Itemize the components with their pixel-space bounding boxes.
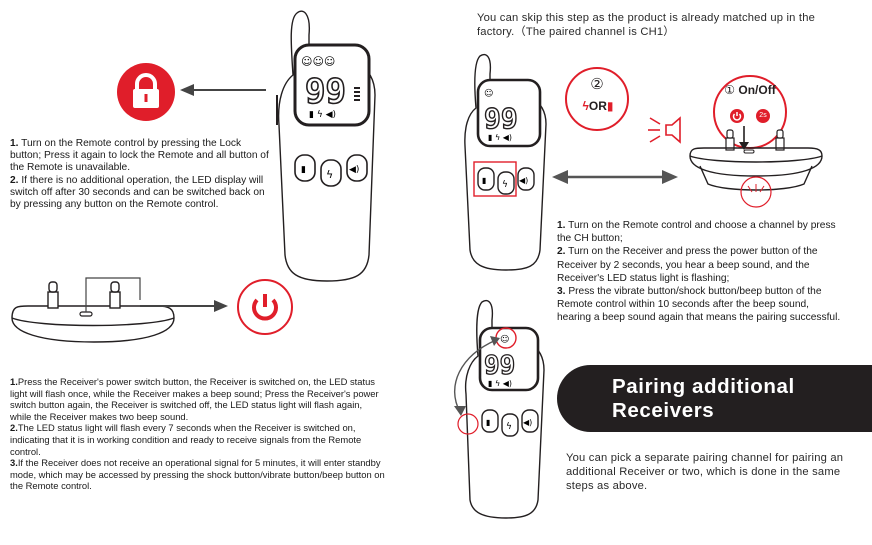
step-item: 1.Press the Receiver's power switch butt… [10, 376, 386, 422]
step-text: If there is no additional operation, the… [10, 174, 265, 211]
receiver-illustration [689, 126, 823, 208]
svg-text:◀): ◀) [523, 418, 532, 427]
step-item: 3. Press the vibrate button/shock button… [557, 285, 842, 325]
additional-receivers-note: You can pick a separate pairing channel … [566, 452, 844, 492]
step-item: 2.The LED status light will flash every … [10, 422, 386, 457]
factory-pairing-note: You can skip this step as the product is… [477, 12, 816, 38]
svg-text:ϟ: ϟ [502, 180, 508, 190]
step-item: 1. Turn on the Remote control and choose… [557, 219, 842, 245]
step-number: 1. [557, 220, 566, 231]
svg-text:☺: ☺ [500, 334, 509, 345]
step-text: Turn on the Remote control and choose a … [557, 220, 836, 245]
step-number: 1. [10, 138, 19, 149]
receiver-instructions: 1.Press the Receiver's power switch butt… [10, 376, 386, 492]
arrow-left-icon [180, 84, 266, 96]
power-button-icon [237, 279, 293, 335]
remote-display-digits: 99 [305, 72, 346, 112]
step-text: Press the vibrate button/shock button/be… [557, 286, 841, 324]
step-item: 2. Turn on the Receiver and press the po… [557, 245, 842, 285]
step-text: The LED status light will flash every 7 … [10, 422, 362, 457]
arrow-right-icon [140, 300, 228, 312]
svg-text:▮ ϟ ◀): ▮ ϟ ◀) [488, 379, 512, 388]
svg-text:ϟ: ϟ [326, 168, 333, 181]
step-text: Press the Receiver's power switch button… [10, 376, 379, 422]
or-text: OR [588, 99, 607, 113]
remote-control-illustration: ☺ 99 ▮ ϟ ◀) ▮ ϟ ◀) [464, 53, 547, 271]
onoff-text: On/Off [738, 83, 776, 97]
hold-time: 2s [759, 112, 767, 119]
step-number: 2. [10, 174, 19, 186]
svg-text:▮ ϟ ◀): ▮ ϟ ◀) [309, 110, 336, 120]
remote-control-illustration: ☺☺☺ 99 ▮ ϟ ◀) ▮ ϟ ◀) [276, 10, 376, 282]
remote-instructions: 1. Turn on the Remote control by pressin… [10, 138, 272, 211]
section-banner [557, 365, 872, 432]
svg-text:▮: ▮ [486, 418, 490, 427]
step-item: 1. Turn on the Remote control by pressin… [10, 138, 272, 175]
step2-callout: ② ϟOR▮ [565, 67, 629, 131]
step-number: 1. [10, 376, 18, 387]
lock-icon [117, 63, 175, 121]
svg-text:99: 99 [484, 351, 515, 381]
pairing-instructions: 1. Turn on the Remote control and choose… [557, 219, 842, 325]
step-text: If the Receiver does not receive an oper… [10, 457, 385, 492]
step-item: 3.If the Receiver does not receive an op… [10, 457, 386, 492]
svg-text:▮: ▮ [482, 176, 486, 185]
svg-text:☺☺☺: ☺☺☺ [301, 55, 335, 68]
onoff-label: ① On/Off [715, 83, 785, 97]
step-item: 2. If there is no additional operation, … [10, 175, 272, 212]
step-number: 3. [557, 286, 566, 298]
step-text: Turn on the Receiver and press the power… [557, 246, 818, 284]
svg-text:▮ ϟ ◀): ▮ ϟ ◀) [488, 133, 512, 142]
svg-text:◀): ◀) [519, 176, 528, 185]
svg-text:99: 99 [484, 102, 518, 135]
speaker-beep-icon [648, 116, 681, 144]
remote-control-illustration: ☺ 99 ▮ ϟ ◀) ▮ ϟ ◀) [453, 299, 545, 519]
receiver-illustration [11, 277, 175, 343]
svg-text:ϟ: ϟ [506, 422, 512, 432]
section-title: Pairing additional Receivers [612, 375, 795, 422]
svg-text:◀): ◀) [349, 165, 359, 175]
step-marker: ② [590, 76, 604, 93]
step-text: Turn on the Remote control by pressing t… [10, 138, 269, 174]
double-arrow-icon [552, 170, 678, 184]
hold-2s-icon: 2s [756, 109, 770, 123]
power-icon [730, 109, 744, 123]
svg-text:▮: ▮ [301, 165, 306, 175]
step-number: 3. [10, 457, 18, 469]
vibrate-icon: ▮ [606, 99, 614, 113]
step1-callout: ① On/Off 2s [713, 75, 787, 149]
step-marker: ① [724, 83, 736, 97]
svg-text:☺: ☺ [484, 88, 493, 99]
step-number: 2. [10, 422, 18, 434]
shock-icon: ϟ [582, 99, 589, 113]
shock-or-vibrate-label: ϟOR▮ [571, 99, 625, 113]
step-number: 2. [557, 246, 566, 258]
